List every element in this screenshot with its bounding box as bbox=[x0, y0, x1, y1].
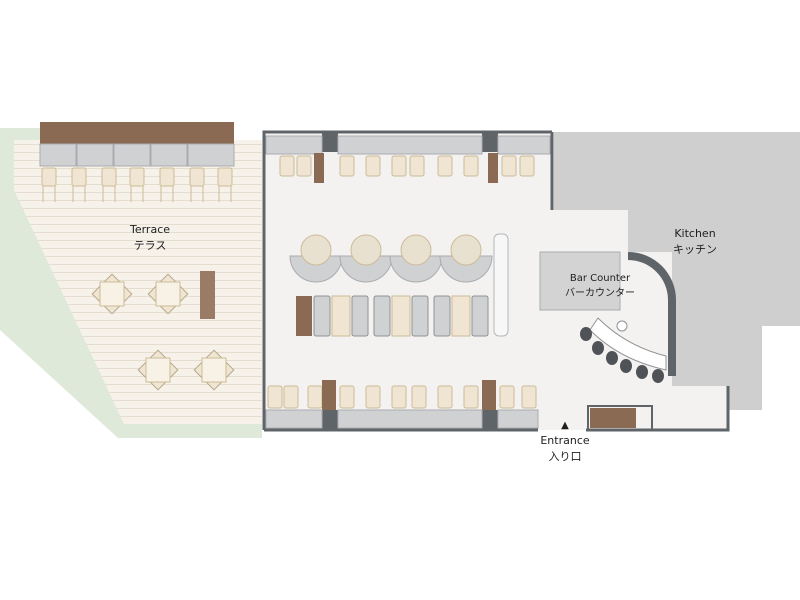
terrace-deck bbox=[14, 140, 262, 424]
bottom-wood-table bbox=[482, 380, 496, 410]
wall-pillar bbox=[482, 410, 498, 430]
terrace-sofa-row bbox=[39, 143, 235, 167]
bar-counter-top bbox=[589, 317, 667, 371]
divider-rail bbox=[493, 233, 509, 337]
entrance-arrow-icon: ▲ bbox=[561, 420, 569, 431]
bottom-wood-table bbox=[322, 380, 336, 410]
top-banquette bbox=[265, 135, 551, 155]
wall-pillar bbox=[482, 132, 498, 152]
wall-pillar bbox=[322, 132, 338, 152]
terrace-chair-row bbox=[41, 167, 233, 202]
round-booth-row bbox=[289, 234, 493, 283]
center-table-row bbox=[296, 295, 489, 337]
top-wood-table bbox=[314, 153, 324, 183]
kitchen-label-ja: キッチン bbox=[673, 243, 717, 256]
bar-counter-label: Bar Counter バーカウンター bbox=[556, 271, 644, 301]
terrace-side-table bbox=[200, 271, 215, 319]
bar-back-counter bbox=[539, 251, 621, 311]
entrance-label: ▲ Entrance 入り口 bbox=[530, 419, 600, 465]
terrace-bench-back bbox=[40, 122, 234, 144]
bar-counter bbox=[628, 252, 676, 376]
entrance-label-ja: 入り口 bbox=[548, 450, 582, 463]
bottom-chair-row bbox=[267, 385, 537, 409]
terrace-label-en: Terrace bbox=[129, 223, 171, 236]
terrace-table-set-2 bbox=[147, 273, 189, 315]
bottom-banquette bbox=[265, 409, 539, 429]
entrance-bench-frame bbox=[587, 405, 653, 431]
terrace-table-set-1 bbox=[91, 273, 133, 315]
wall-pillar bbox=[322, 410, 338, 430]
entrance-wood-bench bbox=[590, 408, 636, 428]
top-chair-row bbox=[279, 155, 535, 177]
kitchen-label: Kitchen キッチン bbox=[660, 226, 730, 258]
bar-stool-row bbox=[580, 327, 664, 383]
bar-counter-label-en: Bar Counter bbox=[569, 273, 631, 284]
terrace-label-ja: テラス bbox=[133, 239, 167, 252]
bartender-icon bbox=[616, 320, 628, 332]
terrace-table-set-4 bbox=[193, 349, 235, 391]
entrance-label-en: Entrance bbox=[540, 434, 590, 447]
terrace-table-set-3 bbox=[137, 349, 179, 391]
top-wood-table bbox=[488, 153, 498, 183]
bar-counter-label-ja: バーカウンター bbox=[565, 288, 635, 299]
kitchen-area bbox=[552, 132, 800, 410]
kitchen-label-en: Kitchen bbox=[674, 227, 716, 240]
terrace-label: Terrace テラス bbox=[120, 222, 180, 254]
